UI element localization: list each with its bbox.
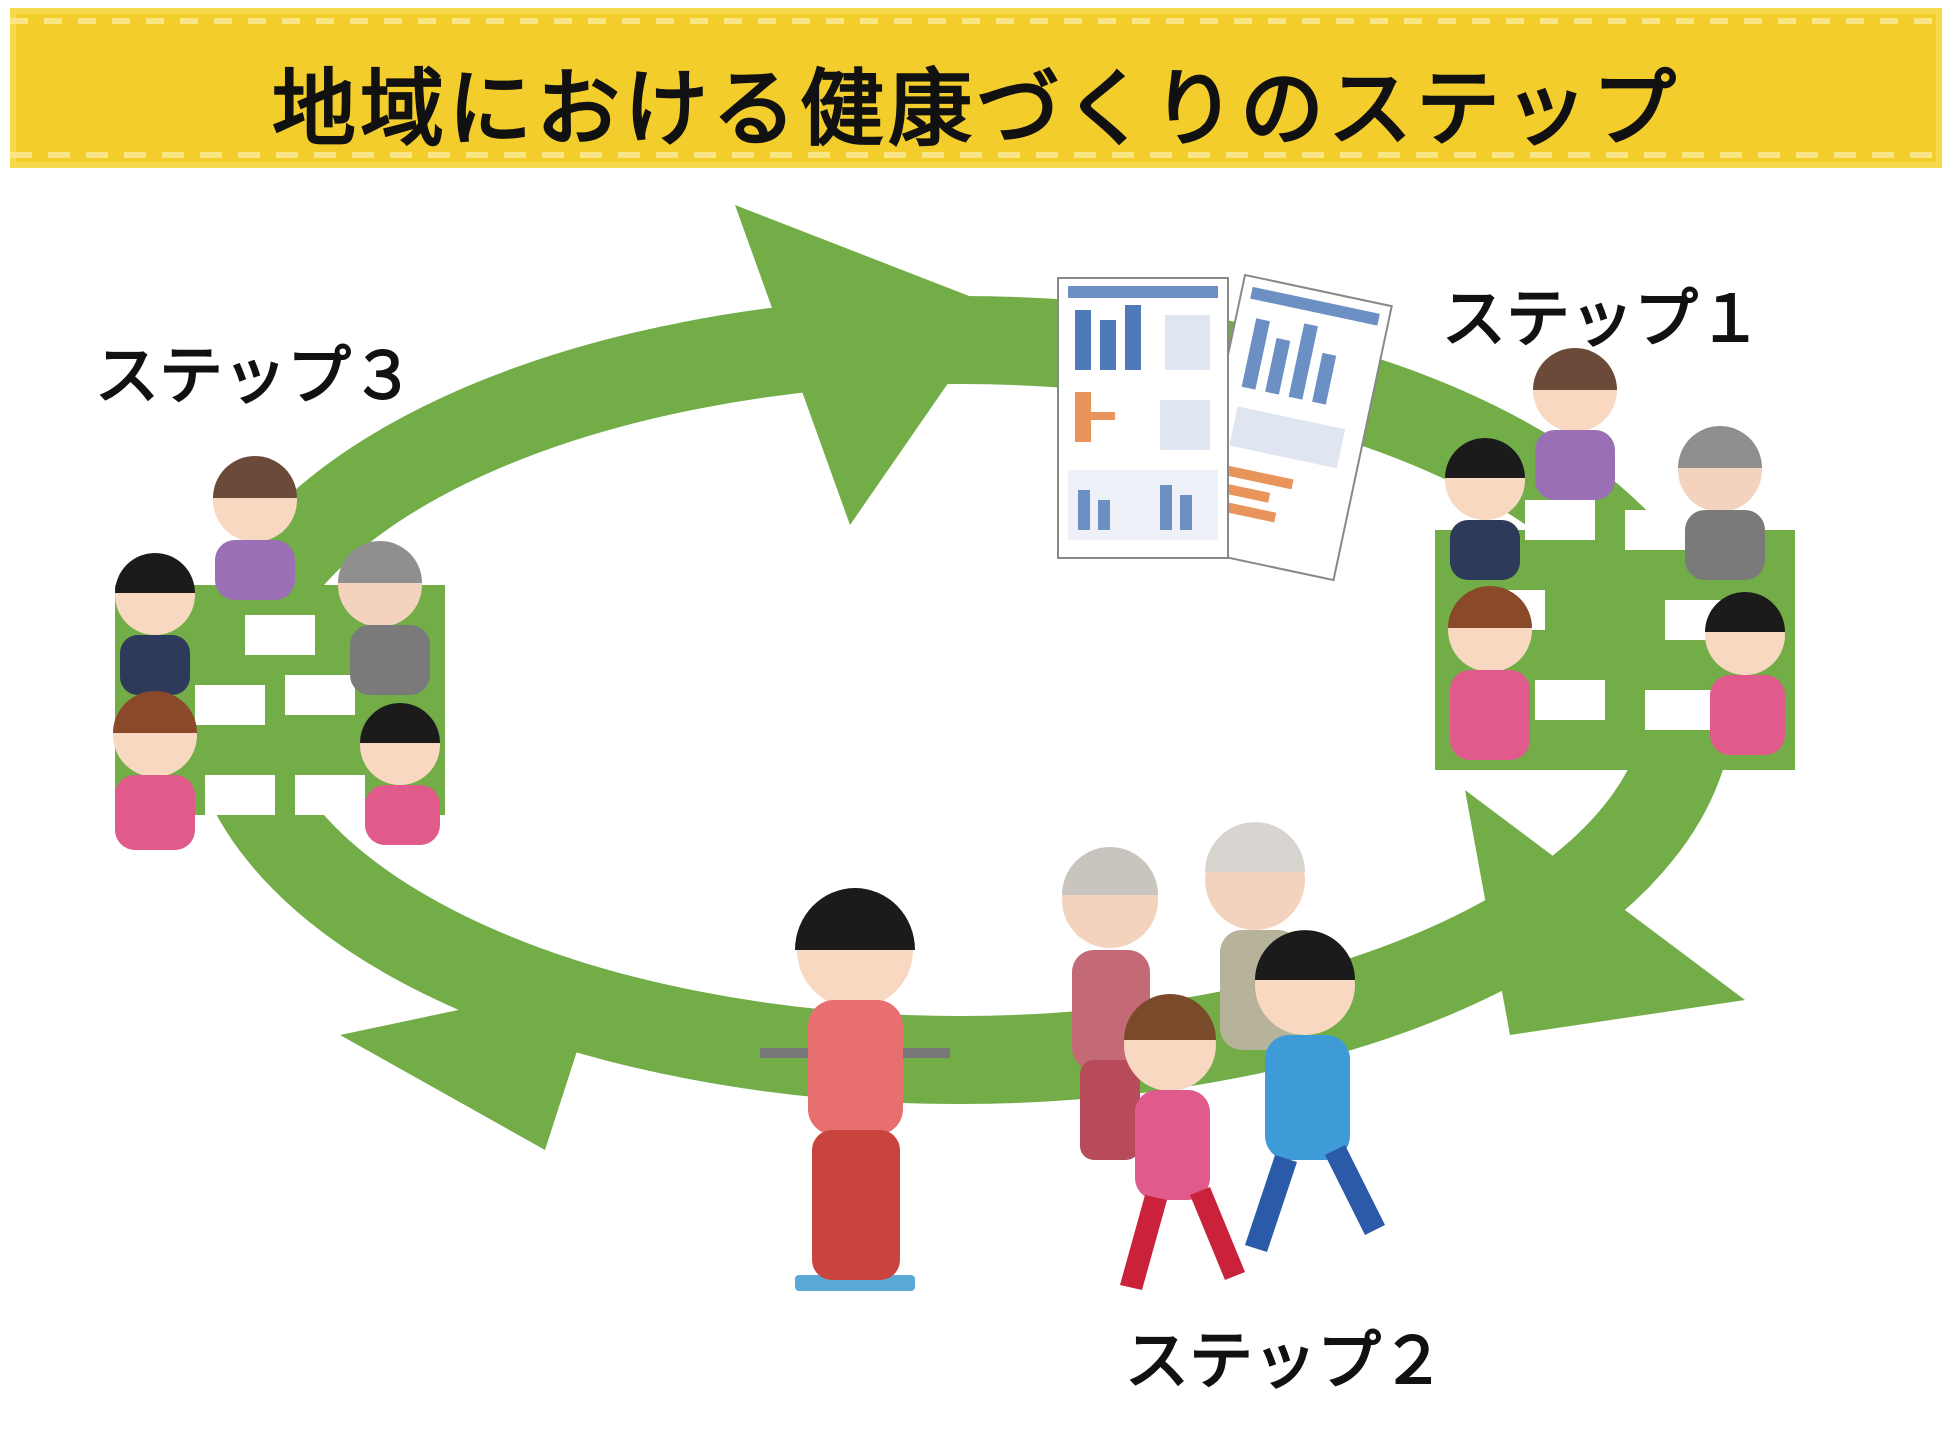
step-1-label: ステップ１ <box>1442 283 1762 357</box>
report-document-icon <box>1057 273 1393 582</box>
step-2-label: ステップ２ <box>1125 1325 1445 1399</box>
meeting-table-icon <box>1435 348 1795 770</box>
walking-group-icon <box>1062 822 1385 1290</box>
page-title: 地域における健康づくりのステップ <box>271 60 1680 158</box>
meeting-table-icon <box>113 456 445 850</box>
arrow-head-top <box>735 205 1000 525</box>
title-banner: 地域における健康づくりのステップ <box>10 8 1942 168</box>
arrow-head-bottom <box>340 980 600 1150</box>
arrow-head-right <box>1465 790 1745 1035</box>
body-scale-icon <box>760 888 950 1291</box>
step-3-label: ステップ３ <box>95 340 415 414</box>
